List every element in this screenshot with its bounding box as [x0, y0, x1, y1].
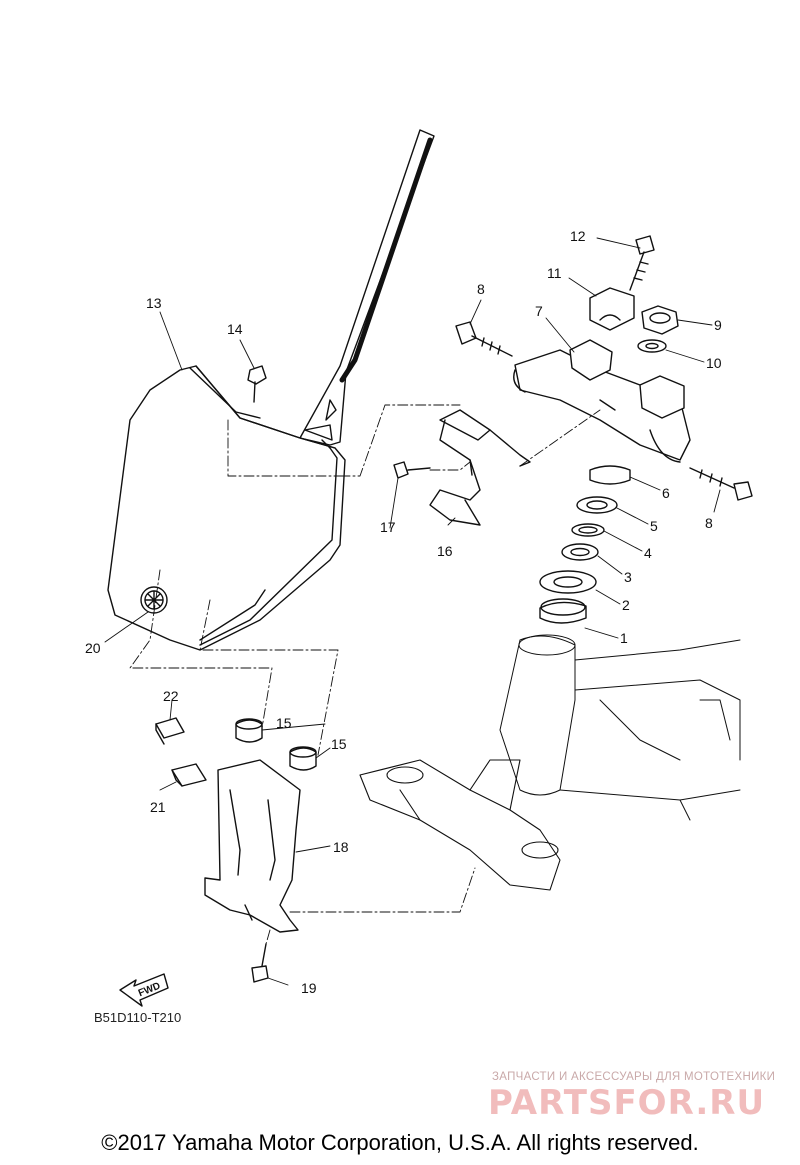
bracket-16 [429, 409, 531, 526]
bolt-14 [247, 365, 267, 403]
callout-17: 17 [380, 519, 396, 535]
nut-5 [576, 496, 618, 514]
callout-8-lower: 8 [705, 515, 713, 531]
callout-19: 19 [301, 980, 317, 996]
callout-14: 14 [227, 321, 243, 337]
callout-11: 11 [547, 265, 562, 281]
watermark-subtitle: ЗАПЧАСТИ И АКСЕССУАРЫ ДЛЯ МОТОТЕХНИКИ [492, 1071, 776, 1083]
frame [499, 634, 741, 821]
callout-10: 10 [706, 355, 722, 371]
bolt-8b [689, 467, 753, 501]
visor-bracket-18 [204, 759, 301, 933]
callout-7: 7 [535, 303, 543, 319]
callout-9: 9 [714, 317, 722, 333]
assembly-lines [129, 404, 601, 945]
callout-3: 3 [624, 569, 632, 585]
number-plate [107, 129, 435, 651]
under-bracket [359, 759, 561, 891]
drawing-id: B51D110-T210 [94, 1010, 182, 1025]
callout-8-upper: 8 [477, 281, 485, 297]
callout-2: 2 [622, 597, 630, 613]
leader-lines [104, 237, 721, 986]
watermark-brand: PARTSFOR.RU [488, 1083, 766, 1123]
handlebar-holder-11 [589, 287, 635, 331]
lock-washer-6 [589, 465, 631, 485]
callout-22: 22 [163, 688, 179, 704]
bolt-8a [455, 321, 513, 357]
callout-21: 21 [150, 799, 166, 815]
copyright-notice: ©2017 Yamaha Motor Corporation, U.S.A. A… [101, 1130, 699, 1155]
callout-16: 16 [437, 543, 453, 559]
callout-13: 13 [146, 295, 162, 311]
bolt-17 [393, 461, 431, 479]
callout-1: 1 [620, 630, 628, 646]
callout-4: 4 [644, 545, 652, 561]
washer-4 [571, 523, 605, 537]
callout-15-lower: 15 [331, 736, 347, 752]
callout-12: 12 [570, 228, 586, 244]
callout-15-upper: 15 [276, 715, 292, 731]
bearing-1 [539, 598, 587, 624]
upper-bracket-7 [513, 339, 691, 463]
callout-numbers: 1 2 3 4 5 6 7 8 8 9 10 11 12 13 14 15 15… [85, 228, 722, 999]
fwd-arrow [119, 973, 169, 1007]
callout-18: 18 [333, 839, 349, 855]
bolt-12 [629, 235, 655, 291]
callout-6: 6 [662, 485, 670, 501]
bearing-cover-2 [539, 570, 597, 594]
washer-10 [637, 339, 667, 353]
callout-5: 5 [650, 518, 658, 534]
yamaha-emblem [140, 586, 168, 614]
part-22 [155, 717, 185, 745]
damper-15a [235, 718, 263, 743]
nut-3 [561, 543, 599, 561]
damper-15b [289, 746, 317, 771]
bolt-19 [251, 943, 269, 983]
part-21 [171, 763, 207, 787]
nut-9 [641, 305, 679, 335]
callout-20: 20 [85, 640, 101, 656]
